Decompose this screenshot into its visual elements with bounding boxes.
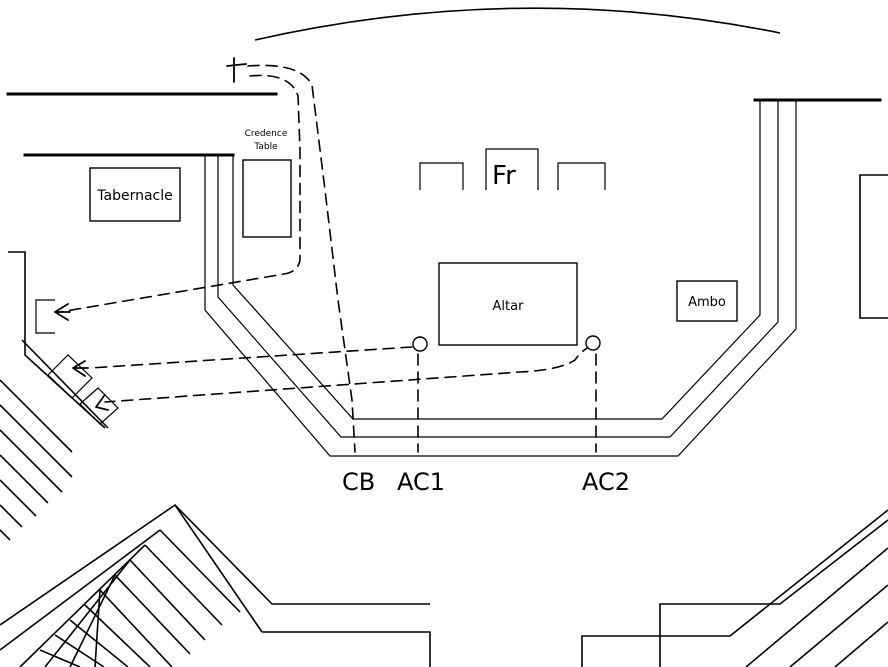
altar-box — [438, 262, 578, 346]
ambo-label: Ambo — [688, 295, 726, 310]
sanctuary-steps — [204, 100, 797, 457]
chair-presider — [485, 148, 539, 190]
step-middle — [217, 100, 779, 438]
left-seat-1 — [35, 299, 55, 334]
ac2-label: AC2 — [582, 468, 630, 496]
credence-table-label-line2: Table — [253, 142, 278, 152]
ac1-label: AC1 — [397, 468, 445, 496]
ac2-candle-icon — [585, 335, 601, 351]
credence-table-box — [242, 159, 292, 238]
right-edge-box — [859, 174, 888, 319]
seat3-path — [104, 344, 593, 403]
chair-left — [419, 162, 464, 190]
cb-path — [247, 64, 356, 453]
arrowhead-seat1-icon — [54, 303, 71, 321]
left-pews — [0, 339, 109, 541]
tabernacle-label: Tabernacle — [96, 188, 172, 204]
credence-table-label-line1: Credence — [245, 129, 288, 139]
seat2-path — [89, 346, 413, 369]
arrowhead-seat2-icon — [72, 360, 89, 377]
seat1-path — [59, 74, 301, 313]
procession-paths — [59, 64, 597, 453]
lower-left-pews — [0, 503, 431, 667]
tabernacle-box — [89, 167, 181, 222]
cross-icon — [226, 57, 247, 83]
left-seat-2 — [47, 354, 93, 399]
step-inner — [232, 100, 761, 420]
apse-curve-wall — [254, 7, 781, 41]
ac1-candle-icon — [412, 336, 428, 352]
presider-fr-label: Fr — [492, 161, 516, 191]
lower-right-pews — [581, 509, 888, 667]
ambo-box — [676, 280, 738, 322]
altar-label: Altar — [493, 299, 525, 314]
chair-right — [557, 162, 606, 190]
cb-label: CB — [342, 468, 375, 496]
step-outer — [204, 100, 797, 457]
arrowhead-seat3-icon — [95, 395, 109, 411]
left-seat-3 — [79, 387, 119, 425]
